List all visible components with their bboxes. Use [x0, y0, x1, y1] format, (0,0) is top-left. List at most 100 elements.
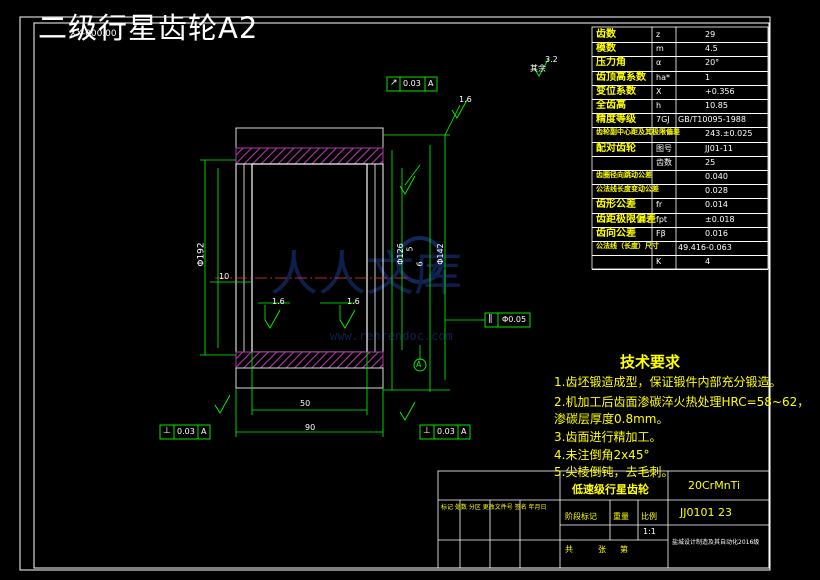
title-block-left-header: 标记 处数 分区 更改文件号 签名 年月日: [441, 504, 547, 511]
params-row-name: 变位系数: [596, 85, 636, 97]
params-row-divider: [592, 70, 768, 72]
datum-label: A: [416, 360, 422, 369]
params-row-divider: [592, 84, 768, 86]
corner-tag: XX-000.00: [70, 29, 117, 39]
params-row-symbol: m: [656, 44, 664, 54]
tech-item: 1.齿坯锻造成型，保证锻件内部充分锻造。: [554, 375, 782, 389]
tol-perp-left-ref: A: [201, 427, 207, 436]
tol-perp-right-ref: A: [461, 427, 467, 436]
watermark: 人人文库 www.renrendoc.com: [270, 236, 462, 343]
params-table-grid: [591, 26, 769, 270]
params-row-divider: [592, 56, 768, 58]
params-row-divider: [592, 184, 768, 186]
params-row-name: 齿数: [596, 29, 616, 40]
params-row-divider: [592, 141, 768, 143]
params-row-divider: [592, 269, 768, 271]
title-block-stage-label: 阶段标记: [565, 512, 597, 521]
tech-item: 渗碳层厚度0.8mm。: [554, 412, 669, 426]
tol-flat-val: Φ0.05: [502, 315, 527, 324]
params-row-name: 精度等级: [596, 114, 636, 126]
params-row-value: 0.028: [705, 186, 728, 196]
title-block-material: 20CrMnTi: [688, 479, 741, 492]
params-row-divider: [592, 113, 768, 115]
params-row-symbol: fr: [656, 200, 663, 210]
params-row-value: 243.±0.025: [705, 129, 753, 139]
tol-runout-ref: A: [428, 79, 434, 88]
dim-10: 10: [219, 272, 230, 281]
tech-item: 3.齿面进行精加工。: [554, 430, 662, 444]
params-row-value: 0.014: [705, 200, 728, 210]
tol-perp-right-val: 0.03: [437, 427, 455, 436]
params-row-name: 压力角: [596, 57, 626, 69]
title-block-weight-label: 重量: [613, 512, 629, 521]
params-row-value: 4: [705, 257, 711, 267]
params-row-value: GB/T10095-1988: [678, 115, 746, 125]
watermark-brand: 人人文库: [270, 246, 462, 302]
dim-bore-dia: Φ192: [196, 242, 207, 267]
tol-flat-sym: ∥: [488, 314, 493, 324]
tech-item: 5.尖棱倒钝，去毛刺。: [554, 465, 674, 479]
params-row-symbol: K: [656, 257, 662, 267]
params-row-divider: [592, 99, 768, 100]
params-row-symbol: 7GJ: [656, 115, 670, 125]
params-row-value: 1: [705, 72, 711, 82]
dim-6: 6: [415, 261, 425, 267]
params-row-value: 0.040: [705, 172, 728, 181]
params-row-name: 公法线长度变动公差: [596, 185, 659, 194]
params-row-name: 全齿高: [596, 100, 626, 111]
params-row-value: 29: [705, 30, 716, 39]
params-row-value: +0.356: [705, 86, 735, 96]
params-row-symbol: z: [656, 30, 661, 39]
gear-section-view: [215, 127, 410, 389]
params-row-value: 49.416-0.063: [678, 243, 732, 252]
roughness-symbols: [214, 57, 550, 421]
params-row-name: 模数: [596, 43, 616, 55]
tol-runout-val: 0.03: [403, 79, 421, 88]
title-block-sheet-label: 张: [598, 545, 606, 554]
watermark-url: www.renrendoc.com: [330, 329, 453, 343]
params-row-divider: [592, 42, 768, 44]
inner-frame: [33, 22, 770, 569]
params-row-value: 25: [705, 157, 716, 167]
params-row-divider: [592, 155, 768, 157]
params-row-name: 齿距极限偏差: [596, 213, 656, 225]
params-row-symbol: ha*: [656, 72, 670, 82]
params-row-name: 齿形公差: [596, 199, 636, 211]
title-block-part-name: 低速级行星齿轮: [572, 483, 649, 496]
dim-5: 5: [405, 246, 415, 252]
tol-perp-right-sym: ⊥: [423, 426, 431, 436]
params-row-name: 齿顶高系数: [596, 71, 646, 83]
title-block-ratio-label: 比例: [641, 512, 657, 521]
params-row-name: 配对齿轮: [596, 142, 636, 154]
params-row-divider: [592, 198, 768, 200]
roughness-b: 1.6: [347, 297, 360, 306]
params-row-divider: [592, 226, 768, 228]
tech-item: 2.机加工后齿面渗碳淬火热处理HRC=58~62，: [554, 395, 810, 409]
params-row-divider: [592, 241, 768, 242]
tol-perp-left-sym: ⊥: [163, 426, 171, 436]
tech-item: 4.未注倒角2x45°: [554, 448, 650, 462]
params-row-divider: [592, 212, 768, 214]
title-block-drawing-no: JJ0101 23: [680, 506, 732, 519]
params-row-divider: [592, 127, 768, 129]
roughness-note: 其余: [530, 64, 546, 73]
dim-pitch-dia: Φ142: [435, 243, 445, 265]
params-row-symbol: h: [656, 101, 662, 110]
title-block-company: 盐城设计制造及其自动化2016级: [672, 539, 760, 546]
params-row-symbol: fpt: [656, 214, 668, 224]
tech-requirements-heading: 技术要求: [620, 353, 681, 371]
params-row-name: 齿圈径向跳动公差: [596, 171, 652, 179]
params-row-name: 齿向公差: [596, 227, 636, 239]
params-row-symbol: 齿数: [656, 157, 672, 167]
outer-frame: [19, 16, 771, 571]
params-row-symbol: X: [656, 86, 662, 96]
params-row-divider: [592, 255, 768, 257]
params-row-value: 20°: [705, 58, 720, 68]
params-row-value: 4.5: [705, 44, 718, 54]
roughness-top: 1.6: [459, 95, 472, 104]
params-row-symbol: Fβ: [656, 228, 666, 238]
params-row-value: 10.85: [705, 101, 728, 110]
dim-inner-width: 50: [300, 399, 311, 408]
